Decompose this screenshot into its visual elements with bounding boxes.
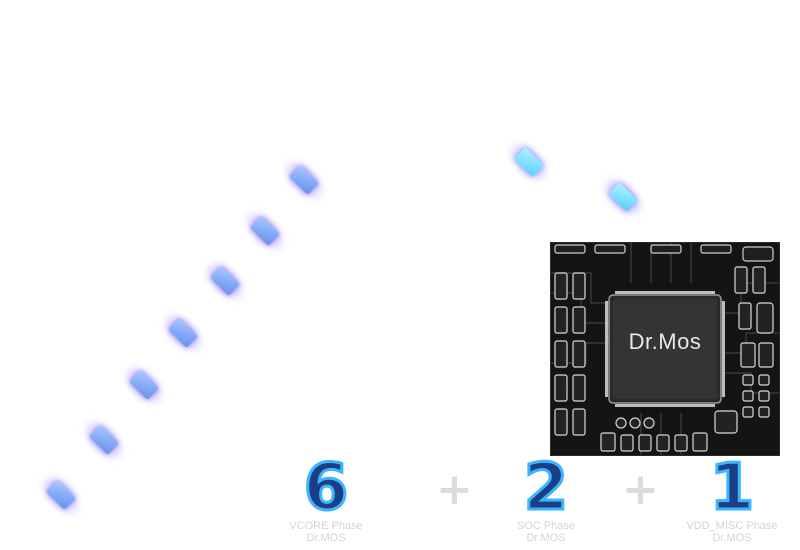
phase-tile-icon — [117, 358, 171, 412]
soc-phase-caption-sub: Dr.MOS — [526, 532, 566, 544]
vcore-phase-caption: VCORE Phase — [289, 520, 363, 532]
plus-icon: + — [622, 464, 659, 515]
phase-tile-icon — [34, 468, 88, 522]
phase-tile-icon — [502, 135, 556, 189]
phase-tile-icon — [277, 153, 331, 207]
phase-tile-icon — [596, 170, 650, 224]
vcore-phase: 6 VCORE Phase Dr.MOS — [262, 451, 390, 545]
chip-label: Dr.Mos — [628, 329, 702, 354]
phase-tile-icon — [77, 413, 131, 467]
soc-phase-count: 2 — [522, 451, 570, 525]
vdd-misc-phase: 1 VDD_MISC Phase Dr.MOS — [664, 451, 800, 545]
vdd-misc-phase-count: 1 — [708, 451, 756, 525]
dr-mos-chip-icon: Dr.Mos — [550, 242, 780, 456]
vdd-misc-phase-caption-sub: Dr.MOS — [712, 532, 752, 544]
vcore-phase-count: 6 — [302, 451, 350, 525]
phase-tile-icon — [156, 306, 210, 360]
phase-tile-icon — [238, 204, 292, 258]
soc-phase: 2 SOC Phase Dr.MOS — [486, 451, 606, 545]
vcore-phase-caption-sub: Dr.MOS — [306, 532, 346, 544]
soc-phase-caption: SOC Phase — [516, 520, 576, 532]
phase-tile-icon — [198, 254, 252, 308]
vdd-misc-phase-caption: VDD_MISC Phase — [686, 520, 778, 532]
plus-icon: + — [436, 464, 473, 515]
